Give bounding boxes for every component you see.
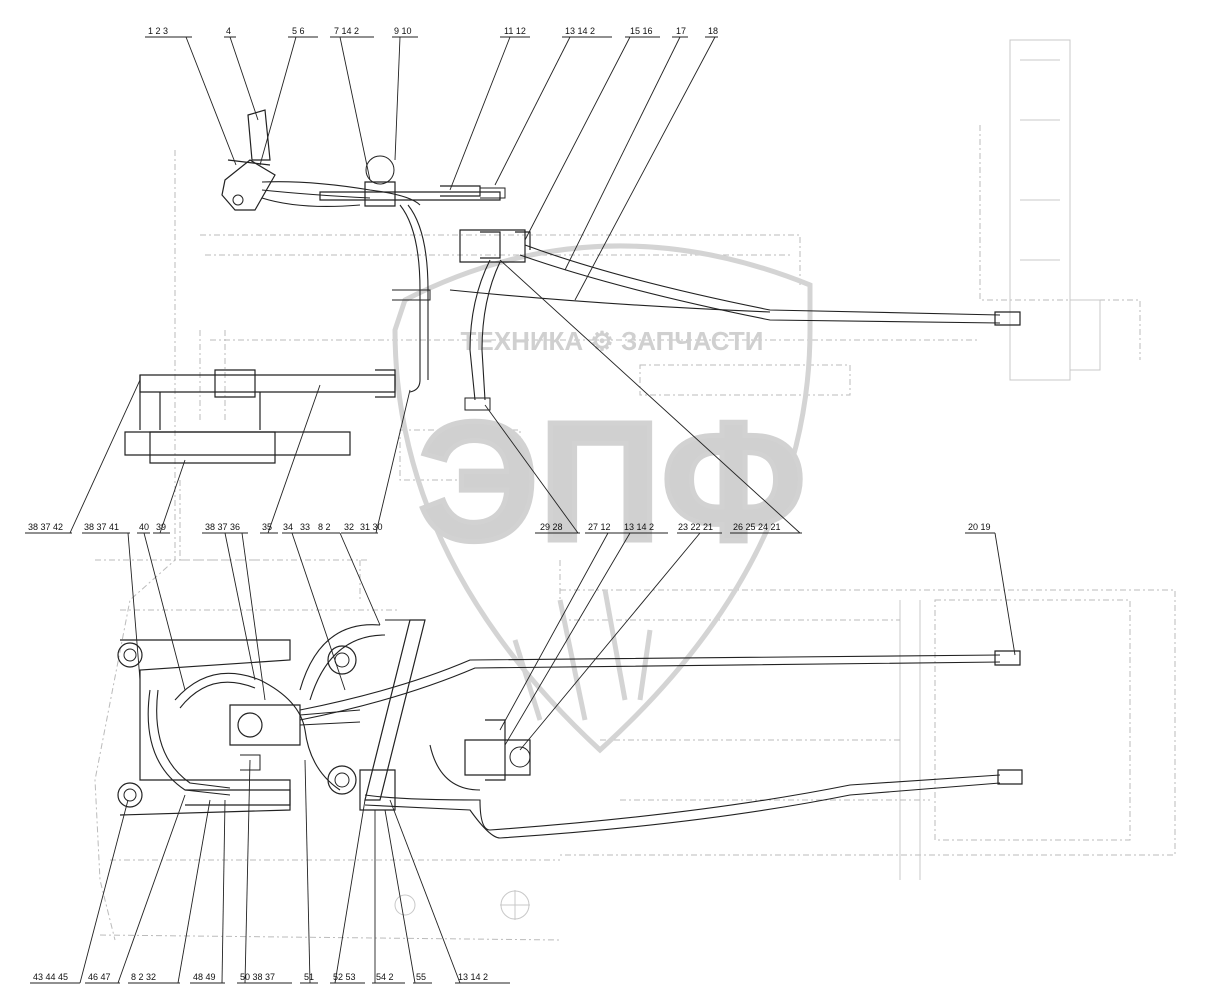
callout-bot-2: 8 2 32 (131, 972, 156, 982)
callout-mid-6: 34 (283, 522, 293, 532)
callout-mid-14: 23 22 21 (678, 522, 713, 532)
callout-mid-3: 39 (156, 522, 166, 532)
callout-mid-0: 38 37 42 (28, 522, 63, 532)
callout-bot-7: 54 2 (376, 972, 394, 982)
callout-top-1: 4 (226, 26, 231, 36)
callout-bot-1: 46 47 (88, 972, 111, 982)
leader-lines (25, 36, 1016, 984)
callout-mid-15: 26 25 24 21 (733, 522, 781, 532)
callout-bot-3: 48 49 (193, 972, 216, 982)
callout-top-3: 7 14 2 (334, 26, 359, 36)
callout-mid-10: 31 30 (360, 522, 383, 532)
watermark-brand-text: ТЕХНИКА ⚙ ЗАПЧАСТИ (461, 326, 764, 356)
callout-mid-13: 13 14 2 (624, 522, 654, 532)
callout-mid-16: 20 19 (968, 522, 991, 532)
callout-top-7: 15 16 (630, 26, 653, 36)
lower-hose-assembly (117, 619, 1023, 839)
callout-mid-12: 27 12 (588, 522, 611, 532)
callout-top-2: 5 6 (292, 26, 305, 36)
upper-hose-assembly (124, 109, 1021, 464)
watermark-monogram: ЭПФ (418, 387, 806, 577)
callout-bot-9: 13 14 2 (458, 972, 488, 982)
callout-labels-bottom: 43 44 45 46 47 8 2 32 48 49 50 38 37 51 … (33, 972, 488, 982)
callout-bot-5: 51 (304, 972, 314, 982)
callout-bot-6: 52 53 (333, 972, 356, 982)
callout-mid-8: 8 2 (318, 522, 331, 532)
callout-top-6: 13 14 2 (565, 26, 595, 36)
callout-bot-4: 50 38 37 (240, 972, 275, 982)
callout-labels-middle: 38 37 42 38 37 41 40 39 38 37 36 35 34 3… (28, 522, 991, 532)
callout-top-8: 17 (676, 26, 686, 36)
callout-top-4: 9 10 (394, 26, 412, 36)
callout-top-5: 11 12 (504, 26, 526, 36)
callout-mid-2: 40 (139, 522, 149, 532)
callout-mid-9: 32 (344, 522, 354, 532)
callout-mid-7: 33 (300, 522, 310, 532)
callout-mid-5: 35 (262, 522, 272, 532)
callout-top-9: 18 (708, 26, 718, 36)
callout-bot-0: 43 44 45 (33, 972, 68, 982)
watermark-logo: ТЕХНИКА ⚙ ЗАПЧАСТИ ЭПФ (392, 243, 813, 754)
callout-mid-4: 38 37 36 (205, 522, 240, 532)
callout-top-0: 1 2 3 (148, 26, 168, 36)
callout-bot-8: 55 (416, 972, 426, 982)
callout-labels-top: 1 2 3 4 5 6 7 14 2 9 10 11 12 13 14 2 15… (148, 26, 718, 36)
callout-mid-1: 38 37 41 (84, 522, 119, 532)
callout-mid-11: 29 28 (540, 522, 563, 532)
